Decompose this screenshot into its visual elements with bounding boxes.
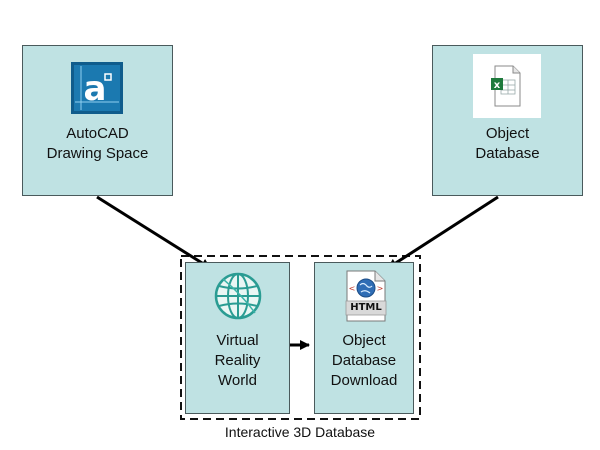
svg-text:<: <	[349, 284, 356, 293]
node-vr-world-label-line-1: Virtual	[216, 332, 259, 349]
svg-text:>: >	[377, 284, 384, 293]
arrow-object-db-to-download	[387, 195, 499, 270]
group-label-interactive-3d-database: Interactive 3D Database	[224, 424, 376, 440]
arrow-autocad-to-vr-world	[96, 195, 211, 270]
node-object-database-download: < > HTML Object Database Download	[314, 262, 414, 414]
globe-icon	[213, 271, 263, 321]
node-autocad-label-line-1: AutoCAD	[66, 125, 129, 142]
node-object-database: x Object Database	[432, 45, 583, 196]
node-object-database-label-line-2: Database	[475, 145, 540, 162]
node-object-database-label-line-1: Object	[485, 125, 530, 142]
html-icon-label: HTML	[350, 302, 382, 313]
html-file-icon: < > HTML	[343, 269, 389, 323]
svg-text:x: x	[494, 80, 501, 91]
node-db-download-label-line-3: Download	[330, 372, 398, 389]
node-autocad: a AutoCAD Drawing Space	[22, 45, 173, 196]
node-vr-world-label-line-2: Reality	[214, 352, 261, 369]
group-boundary	[180, 255, 421, 420]
autocad-logo-icon: a	[71, 62, 123, 114]
node-db-download-label-line-1: Object	[342, 332, 386, 349]
svg-text:a: a	[84, 69, 107, 109]
node-virtual-reality-world: Virtual Reality World	[185, 262, 290, 414]
spreadsheet-file-icon: x	[473, 54, 541, 118]
node-db-download-label-line-2: Database	[331, 352, 397, 369]
node-autocad-label-line-2: Drawing Space	[46, 145, 149, 162]
node-vr-world-label-line-3: World	[218, 372, 257, 389]
